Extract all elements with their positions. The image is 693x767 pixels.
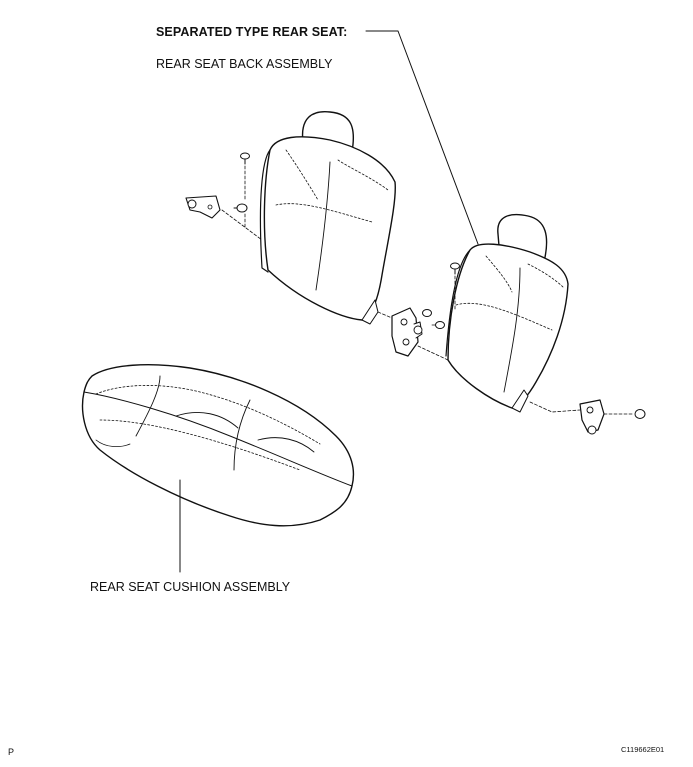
left-pivot-bracket	[185, 195, 221, 219]
diagram-title: SEPARATED TYPE REAR SEAT:	[156, 25, 348, 39]
left-seat-back	[259, 111, 396, 325]
assembly-guide-left	[221, 165, 263, 241]
right-pivot-bracket	[579, 399, 605, 435]
rear-seat-cushion	[81, 364, 355, 527]
bolt-left-small	[233, 203, 248, 213]
assembly-guide-center	[377, 311, 449, 361]
footer-page-letter: P	[8, 747, 15, 757]
bolt-right	[634, 409, 646, 419]
center-hinge-bracket	[391, 307, 423, 357]
bolt-center-upper	[422, 309, 432, 317]
clip-left-top	[240, 152, 250, 165]
bolt-center-lower	[435, 321, 445, 329]
figure-code: C119662E01	[621, 745, 665, 754]
seat-back-label: REAR SEAT BACK ASSEMBLY	[156, 57, 333, 71]
seat-cushion-label: REAR SEAT CUSHION ASSEMBLY	[90, 580, 291, 594]
title-leader-line	[365, 30, 479, 245]
clip-right-top	[450, 262, 460, 275]
assembly-guide-right	[454, 275, 581, 413]
right-seat-back	[445, 213, 569, 413]
